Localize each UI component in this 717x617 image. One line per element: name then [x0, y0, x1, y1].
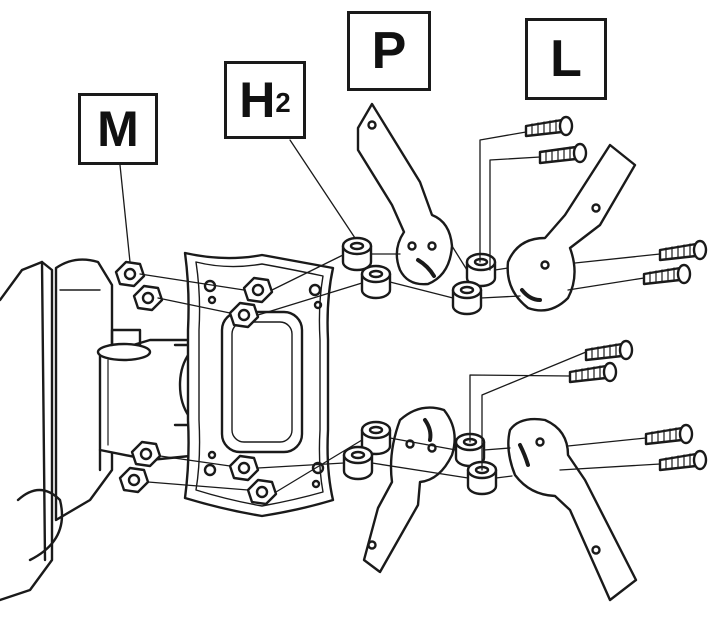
p-bracket-top	[356, 102, 454, 286]
nut-top-4	[228, 301, 260, 329]
label-p-text: P	[371, 22, 407, 80]
spacer-6	[342, 445, 374, 481]
l-bracket-top	[506, 143, 637, 312]
screw-2	[538, 142, 588, 165]
screw-8	[658, 449, 708, 472]
spacer-2	[360, 264, 392, 300]
screws	[524, 115, 708, 472]
label-l-text: L	[550, 30, 582, 88]
screw-4	[642, 263, 692, 286]
vesa-plate	[183, 251, 335, 518]
screw-6	[568, 361, 618, 384]
label-m: M	[78, 93, 158, 165]
screw-1	[524, 115, 574, 138]
assembly-lines	[119, 131, 661, 493]
label-p: P	[347, 11, 431, 91]
m-hex-nuts	[114, 260, 278, 506]
spacer-3	[465, 252, 497, 288]
label-m-text: M	[97, 101, 139, 157]
nut-bot-2	[118, 466, 150, 494]
label-h2-text: H	[239, 72, 276, 128]
spacer-4	[451, 280, 483, 316]
nut-top-2	[132, 284, 164, 312]
p-bracket-bottom	[362, 406, 456, 574]
h2-spacers	[341, 236, 498, 496]
screw-3	[658, 239, 708, 262]
screw-7	[644, 423, 694, 446]
nut-top-3	[242, 276, 274, 304]
spacer-1	[341, 236, 373, 272]
nut-bot-3	[228, 454, 260, 482]
l-bracket-bottom	[507, 417, 638, 602]
screw-5	[584, 339, 634, 362]
nut-bot-4	[246, 478, 278, 506]
label-l: L	[525, 18, 607, 100]
nut-top-1	[114, 260, 146, 288]
label-h2-subscript: 2	[275, 87, 291, 119]
spacer-5	[360, 420, 392, 456]
